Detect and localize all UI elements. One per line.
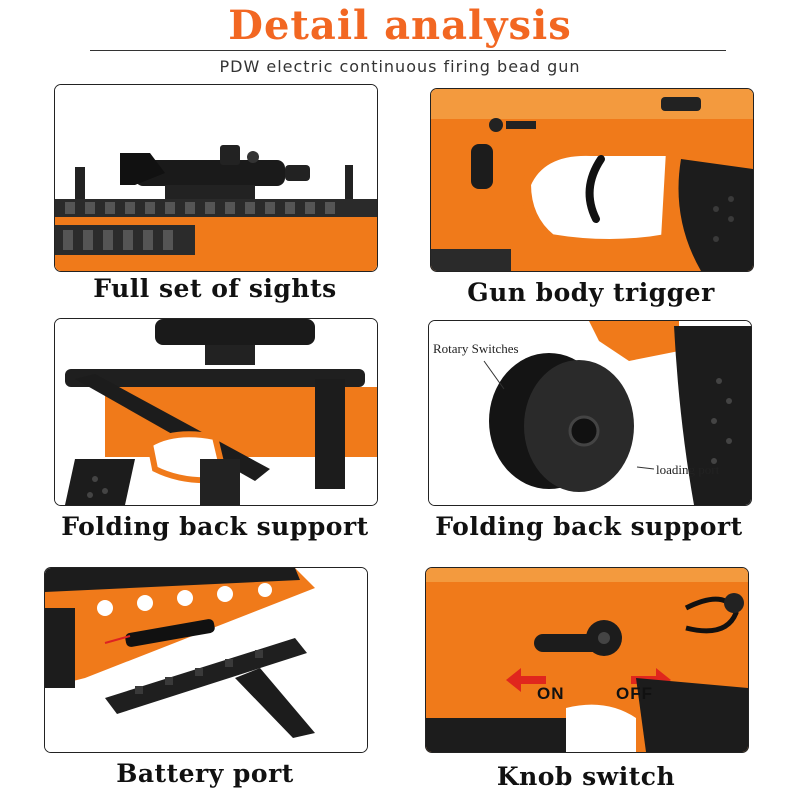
caption-battery-port: Battery port (116, 759, 294, 788)
battery-port-photo (44, 567, 368, 753)
page-subtitle: PDW electric continuous firing bead gun (219, 57, 581, 76)
title-divider (90, 50, 726, 51)
label-on: ON (537, 684, 565, 703)
callout-rotary-switches: Rotary Switches (433, 341, 519, 356)
caption-trigger: Gun body trigger (467, 278, 715, 307)
trigger-photo (430, 88, 754, 272)
sights-photo (54, 84, 378, 272)
drum-magazine-photo (428, 320, 752, 506)
sights-illustration (55, 85, 377, 271)
folding-support-illustration (55, 319, 377, 505)
page-title: Detail analysis (228, 2, 572, 49)
folding-support-photo (54, 318, 378, 506)
caption-knob-switch: Knob switch (496, 762, 676, 791)
battery-port-illustration (45, 568, 367, 752)
drum-magazine-illustration (429, 321, 751, 505)
caption-sights: Full set of sights (93, 274, 337, 303)
knob-switch-illustration (426, 568, 748, 752)
callout-loading-port: loading port (656, 462, 720, 477)
knob-switch-photo (425, 567, 749, 753)
caption-folding-support-left: Folding back support (61, 512, 369, 541)
label-off: OFF (616, 684, 653, 703)
caption-folding-support-right: Folding back support (435, 512, 743, 541)
trigger-illustration (431, 89, 753, 271)
